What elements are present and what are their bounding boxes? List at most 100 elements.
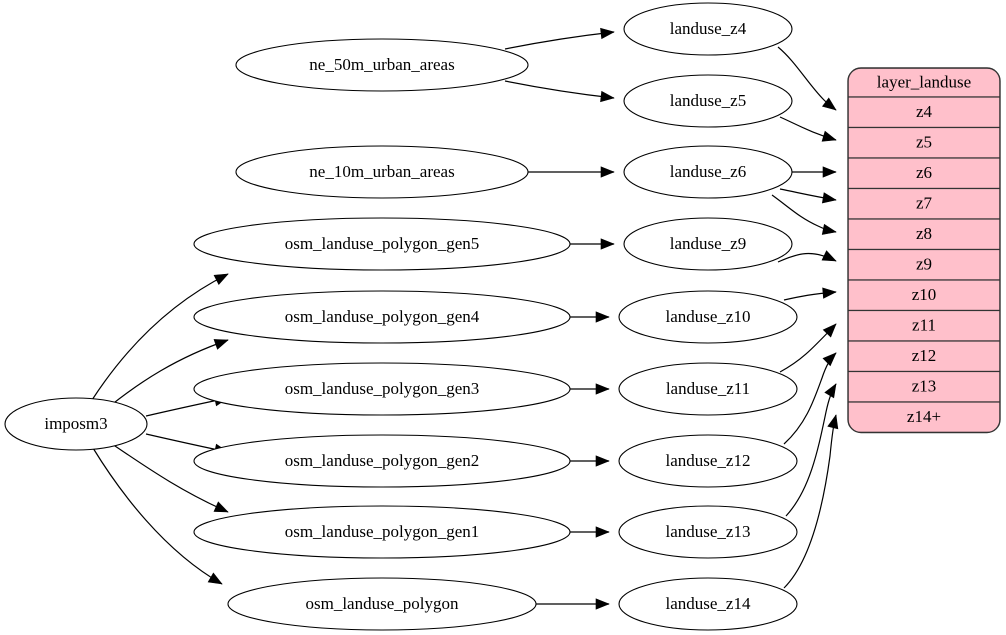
node-shape [618,577,798,631]
node-landuse_z9[interactable]: landuse_z9 [623,217,793,271]
node-osm_landuse_polygon_gen5[interactable]: osm_landuse_polygon_gen5 [193,217,571,271]
table-row-label: z4 [916,102,933,121]
arrowhead-icon [595,311,610,323]
node-shape [193,362,571,416]
arrowhead-icon [595,526,610,538]
arrowhead-icon [822,352,837,367]
edge-ne_50m_urban_areas-to-landuse_z4 [504,27,615,50]
node-ne_50m_urban_areas[interactable]: ne_50m_urban_areas [235,38,529,92]
edge-osm_landuse_polygon_gen3-to-landuse_z11 [570,383,610,395]
edge-landuse_z10-to-row_z10 [783,287,837,301]
node-label: osm_landuse_polygon_gen2 [285,451,480,470]
node-label: ne_10m_urban_areas [309,162,454,181]
table-header-label: layer_landuse [877,72,971,91]
node-label: landuse_z9 [670,234,746,253]
node-ne_10m_urban_areas[interactable]: ne_10m_urban_areas [235,145,529,199]
node-imposm3[interactable]: imposm3 [4,397,148,451]
arrowhead-icon [600,166,615,178]
arrowhead-icon [821,97,837,111]
table-row-z8[interactable] [848,218,1000,251]
node-landuse_z12[interactable]: landuse_z12 [618,434,798,488]
node-label: landuse_z4 [670,19,747,38]
table-outline [847,67,1001,434]
node-label: landuse_z14 [666,594,751,613]
node-shape [235,145,529,199]
table-row-z13[interactable] [848,370,1000,403]
edge-imposm3-to-osm_landuse_polygon_gen1 [111,443,229,513]
edge-ne_10m_urban_areas-to-landuse_z6 [528,166,615,178]
edge-landuse_z6-to-row_z8 [771,194,837,235]
arrowhead-icon [821,223,837,235]
edge-imposm3-to-osm_landuse_polygon_gen4 [109,339,229,407]
edge-line [504,31,615,50]
node-shape [618,505,798,559]
node-label: landuse_z12 [666,451,751,470]
table-row-label: z7 [916,194,933,213]
node-landuse_z4[interactable]: landuse_z4 [623,2,793,56]
edge-line [783,414,837,589]
node-label: osm_landuse_polygon_gen3 [285,379,480,398]
node-label: ne_50m_urban_areas [309,55,454,74]
node-shape [227,577,537,631]
table-row-label: z5 [916,133,932,152]
edge-landuse_z9-to-row_z9 [777,250,837,263]
table-layer_landuse[interactable]: layer_landusez4z5z6z7z8z9z10z11z12z13z14… [847,67,1001,434]
node-landuse_z5[interactable]: landuse_z5 [623,74,793,128]
node-osm_landuse_polygon_gen2[interactable]: osm_landuse_polygon_gen2 [193,434,571,488]
node-landuse_z11[interactable]: landuse_z11 [618,362,798,416]
arrowhead-icon [824,383,837,399]
table-row-z11[interactable] [848,309,1000,342]
node-osm_landuse_polygon_gen3[interactable]: osm_landuse_polygon_gen3 [193,362,571,416]
node-label: landuse_z11 [666,379,750,398]
node-shape [623,217,793,271]
arrowhead-icon [822,166,837,178]
node-shape [623,145,793,199]
node-shape [618,434,798,488]
table-row-label: z14+ [907,407,941,426]
node-shape [193,217,571,271]
arrowhead-icon [595,455,610,467]
arrowhead-icon [213,273,229,286]
table-row-label: z12 [912,346,937,365]
node-shape [193,505,571,559]
table-row-z14+[interactable] [848,401,1000,433]
node-landuse_z6[interactable]: landuse_z6 [623,145,793,199]
arrowhead-icon [213,501,229,513]
arrowhead-icon [827,414,839,430]
node-label: osm_landuse_polygon_gen5 [285,234,480,253]
edge-line [92,447,223,585]
node-shape [235,38,529,92]
node-shape [618,362,798,416]
node-osm_landuse_polygon_gen4[interactable]: osm_landuse_polygon_gen4 [193,290,571,344]
edge-osm_landuse_polygon-to-landuse_z14 [536,598,610,610]
table-row-label: z6 [916,163,932,182]
node-landuse_z10[interactable]: landuse_z10 [618,290,798,344]
table-row-label: z10 [912,285,937,304]
table-body: layer_landusez4z5z6z7z8z9z10z11z12z13z14… [848,68,1000,433]
edge-line [504,80,615,99]
node-landuse_z14[interactable]: landuse_z14 [618,577,798,631]
edge-osm_landuse_polygon_gen4-to-landuse_z10 [570,311,610,323]
node-shape [193,290,571,344]
edge-osm_landuse_polygon_gen5-to-landuse_z9 [570,238,615,250]
edge-osm_landuse_polygon_gen1-to-landuse_z13 [570,526,610,538]
edge-imposm3-to-osm_landuse_polygon [92,447,223,585]
table-row-z10[interactable] [848,279,1000,312]
node-label: landuse_z5 [670,91,746,110]
node-shape [618,290,798,344]
node-shape [193,434,571,488]
edge-line [785,383,837,517]
node-osm_landuse_polygon_gen1[interactable]: osm_landuse_polygon_gen1 [193,505,571,559]
node-label: landuse_z10 [666,307,751,326]
node-osm_landuse_polygon[interactable]: osm_landuse_polygon [227,577,537,631]
arrowhead-icon [600,238,615,250]
edge-line [91,273,229,401]
node-landuse_z13[interactable]: landuse_z13 [618,505,798,559]
arrowhead-icon [822,287,837,299]
edge-landuse_z6-to-row_z7 [779,188,837,204]
table-row-label: z11 [912,316,936,335]
table-row-z4[interactable] [848,96,1000,129]
table-layer: layer_landusez4z5z6z7z8z9z10z11z12z13z14… [847,67,1001,434]
